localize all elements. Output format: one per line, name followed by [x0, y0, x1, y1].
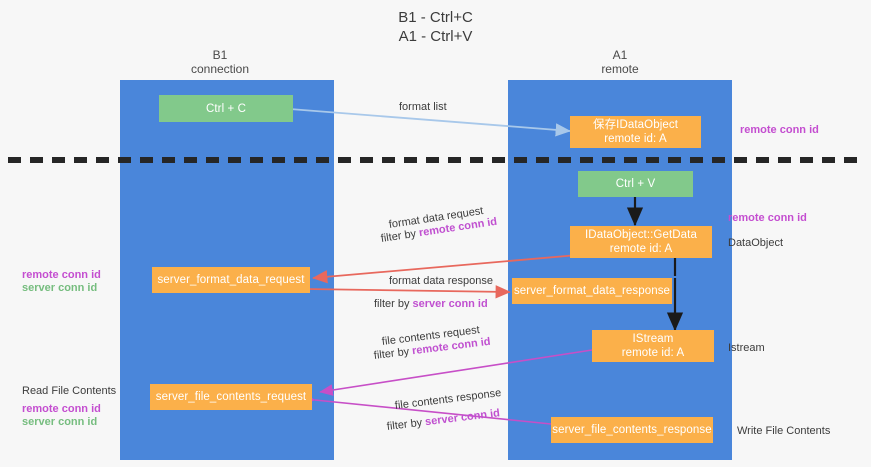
node-getdata-line1: IDataObject::GetData [585, 229, 697, 241]
edge-label-format-data-response-filter: filter by server conn id [374, 298, 488, 311]
node-server-file-contents-response-label: server_file_contents_response [552, 424, 712, 436]
node-save-idataobject-line1: 保存IDataObject [592, 119, 679, 131]
node-server-file-contents-response[interactable]: server_file_contents_response [551, 417, 713, 443]
arrow-format-data-request [312, 254, 579, 284]
filter-key-server-conn-id: server conn id [412, 298, 488, 310]
node-istream-line2: remote id: A [621, 347, 685, 359]
node-server-file-contents-request-label: server_file_contents_request [155, 391, 307, 403]
arrow-file-contents-request [319, 349, 593, 396]
node-server-format-data-request[interactable]: server_format_data_request [152, 267, 310, 293]
arrow-format-list [276, 107, 571, 137]
edge-label-format-list: format list [399, 101, 447, 113]
node-server-format-data-request-label: server_format_data_request [157, 274, 305, 286]
annotation-left-server-conn-id-1: server conn id [22, 282, 98, 294]
annotation-read-file-contents: Read File Contents [22, 385, 117, 397]
node-ctrl-c[interactable]: Ctrl + C [159, 95, 293, 122]
node-save-idataobject-line2: remote id: A [604, 133, 667, 145]
annotation-istream: Istream [728, 342, 765, 354]
node-ctrl-c-line1: Ctrl + C [205, 102, 247, 115]
edge-label-format-data-response: format data response [389, 275, 493, 287]
node-server-format-data-response-label: server_format_data_response [513, 285, 671, 297]
node-istream[interactable]: IStream remote id: A [592, 330, 714, 362]
node-server-file-contents-request[interactable]: server_file_contents_request [150, 384, 312, 410]
node-getdata-line2: remote id: A [609, 243, 673, 255]
annotation-remote-conn-id-mid: remote conn id [728, 212, 807, 224]
arrow-format-data-response [305, 285, 511, 299]
node-istream-line1: IStream [632, 333, 674, 345]
node-ctrl-v[interactable]: Ctrl + V [578, 171, 693, 197]
annotation-left-remote-conn-id-2: remote conn id [22, 403, 101, 415]
node-idataobject-getdata[interactable]: IDataObject::GetData remote id: A [570, 226, 712, 258]
node-ctrl-v-line1: Ctrl + V [615, 178, 656, 190]
page-title: B1 - Ctrl+C A1 - Ctrl+V [398, 9, 473, 45]
annotation-left-remote-conn-id-1: remote conn id [22, 269, 101, 281]
annotation-write-file-contents: Write File Contents [737, 425, 831, 437]
filter-prefix: filter by [374, 298, 413, 310]
column-header-b1: B1 connection [190, 48, 250, 76]
node-server-format-data-response[interactable]: server_format_data_response [512, 278, 672, 304]
arrow-file-contents-response [301, 392, 552, 425]
annotation-dataobject: DataObject [728, 237, 784, 249]
annotation-left-server-conn-id-2: server conn id [22, 416, 98, 428]
node-save-idataobject[interactable]: 保存IDataObject remote id: A [570, 116, 701, 148]
annotation-remote-conn-id-top: remote conn id [740, 124, 819, 136]
column-header-a1: A1 remote [601, 48, 639, 76]
